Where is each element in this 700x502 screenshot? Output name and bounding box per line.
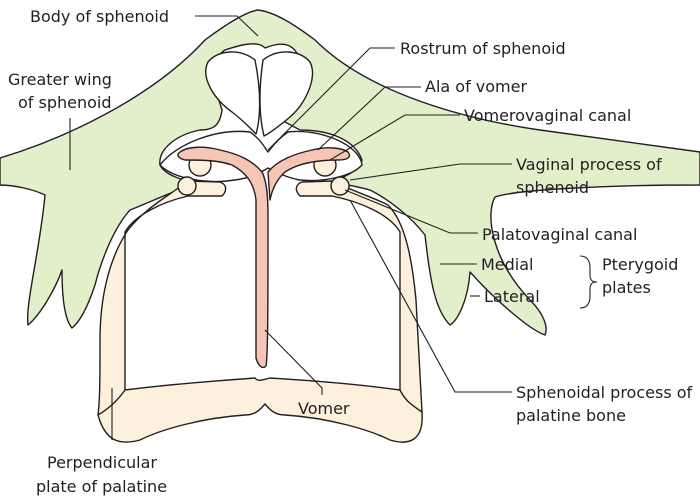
label-ala-of-vomer: Ala of vomer	[425, 77, 527, 96]
palatovaginal-canal-left	[178, 177, 196, 195]
label-sphenoidal-process-1: Sphenoidal process of	[516, 383, 693, 402]
label-lateral: Lateral	[484, 287, 540, 306]
label-rostrum-of-sphenoid: Rostrum of sphenoid	[400, 39, 566, 58]
label-greater-wing-2: of sphenoid	[18, 93, 112, 112]
label-perpendicular-plate-2: plate of palatine	[36, 477, 167, 496]
label-body-of-sphenoid: Body of sphenoid	[30, 7, 169, 26]
pterygoid-brace	[580, 256, 597, 308]
label-medial: Medial	[481, 255, 534, 274]
label-vaginal-process-2: sphenoid	[516, 178, 589, 197]
label-sphenoidal-process-2: palatine bone	[516, 406, 626, 425]
label-pterygoid: Pterygoid	[602, 255, 678, 274]
label-plates: plates	[602, 278, 651, 297]
label-greater-wing-1: Greater wing	[8, 70, 112, 89]
label-vomerovaginal-canal: Vomerovaginal canal	[464, 106, 631, 125]
label-palatovaginal-canal: Palatovaginal canal	[482, 225, 637, 244]
label-perpendicular-plate-1: Perpendicular	[47, 453, 157, 472]
palatovaginal-canal-right	[331, 177, 349, 195]
label-vomer: Vomer	[298, 399, 350, 418]
palatine-horizontal-plates	[98, 378, 422, 442]
label-vaginal-process-1: Vaginal process of	[516, 155, 662, 174]
